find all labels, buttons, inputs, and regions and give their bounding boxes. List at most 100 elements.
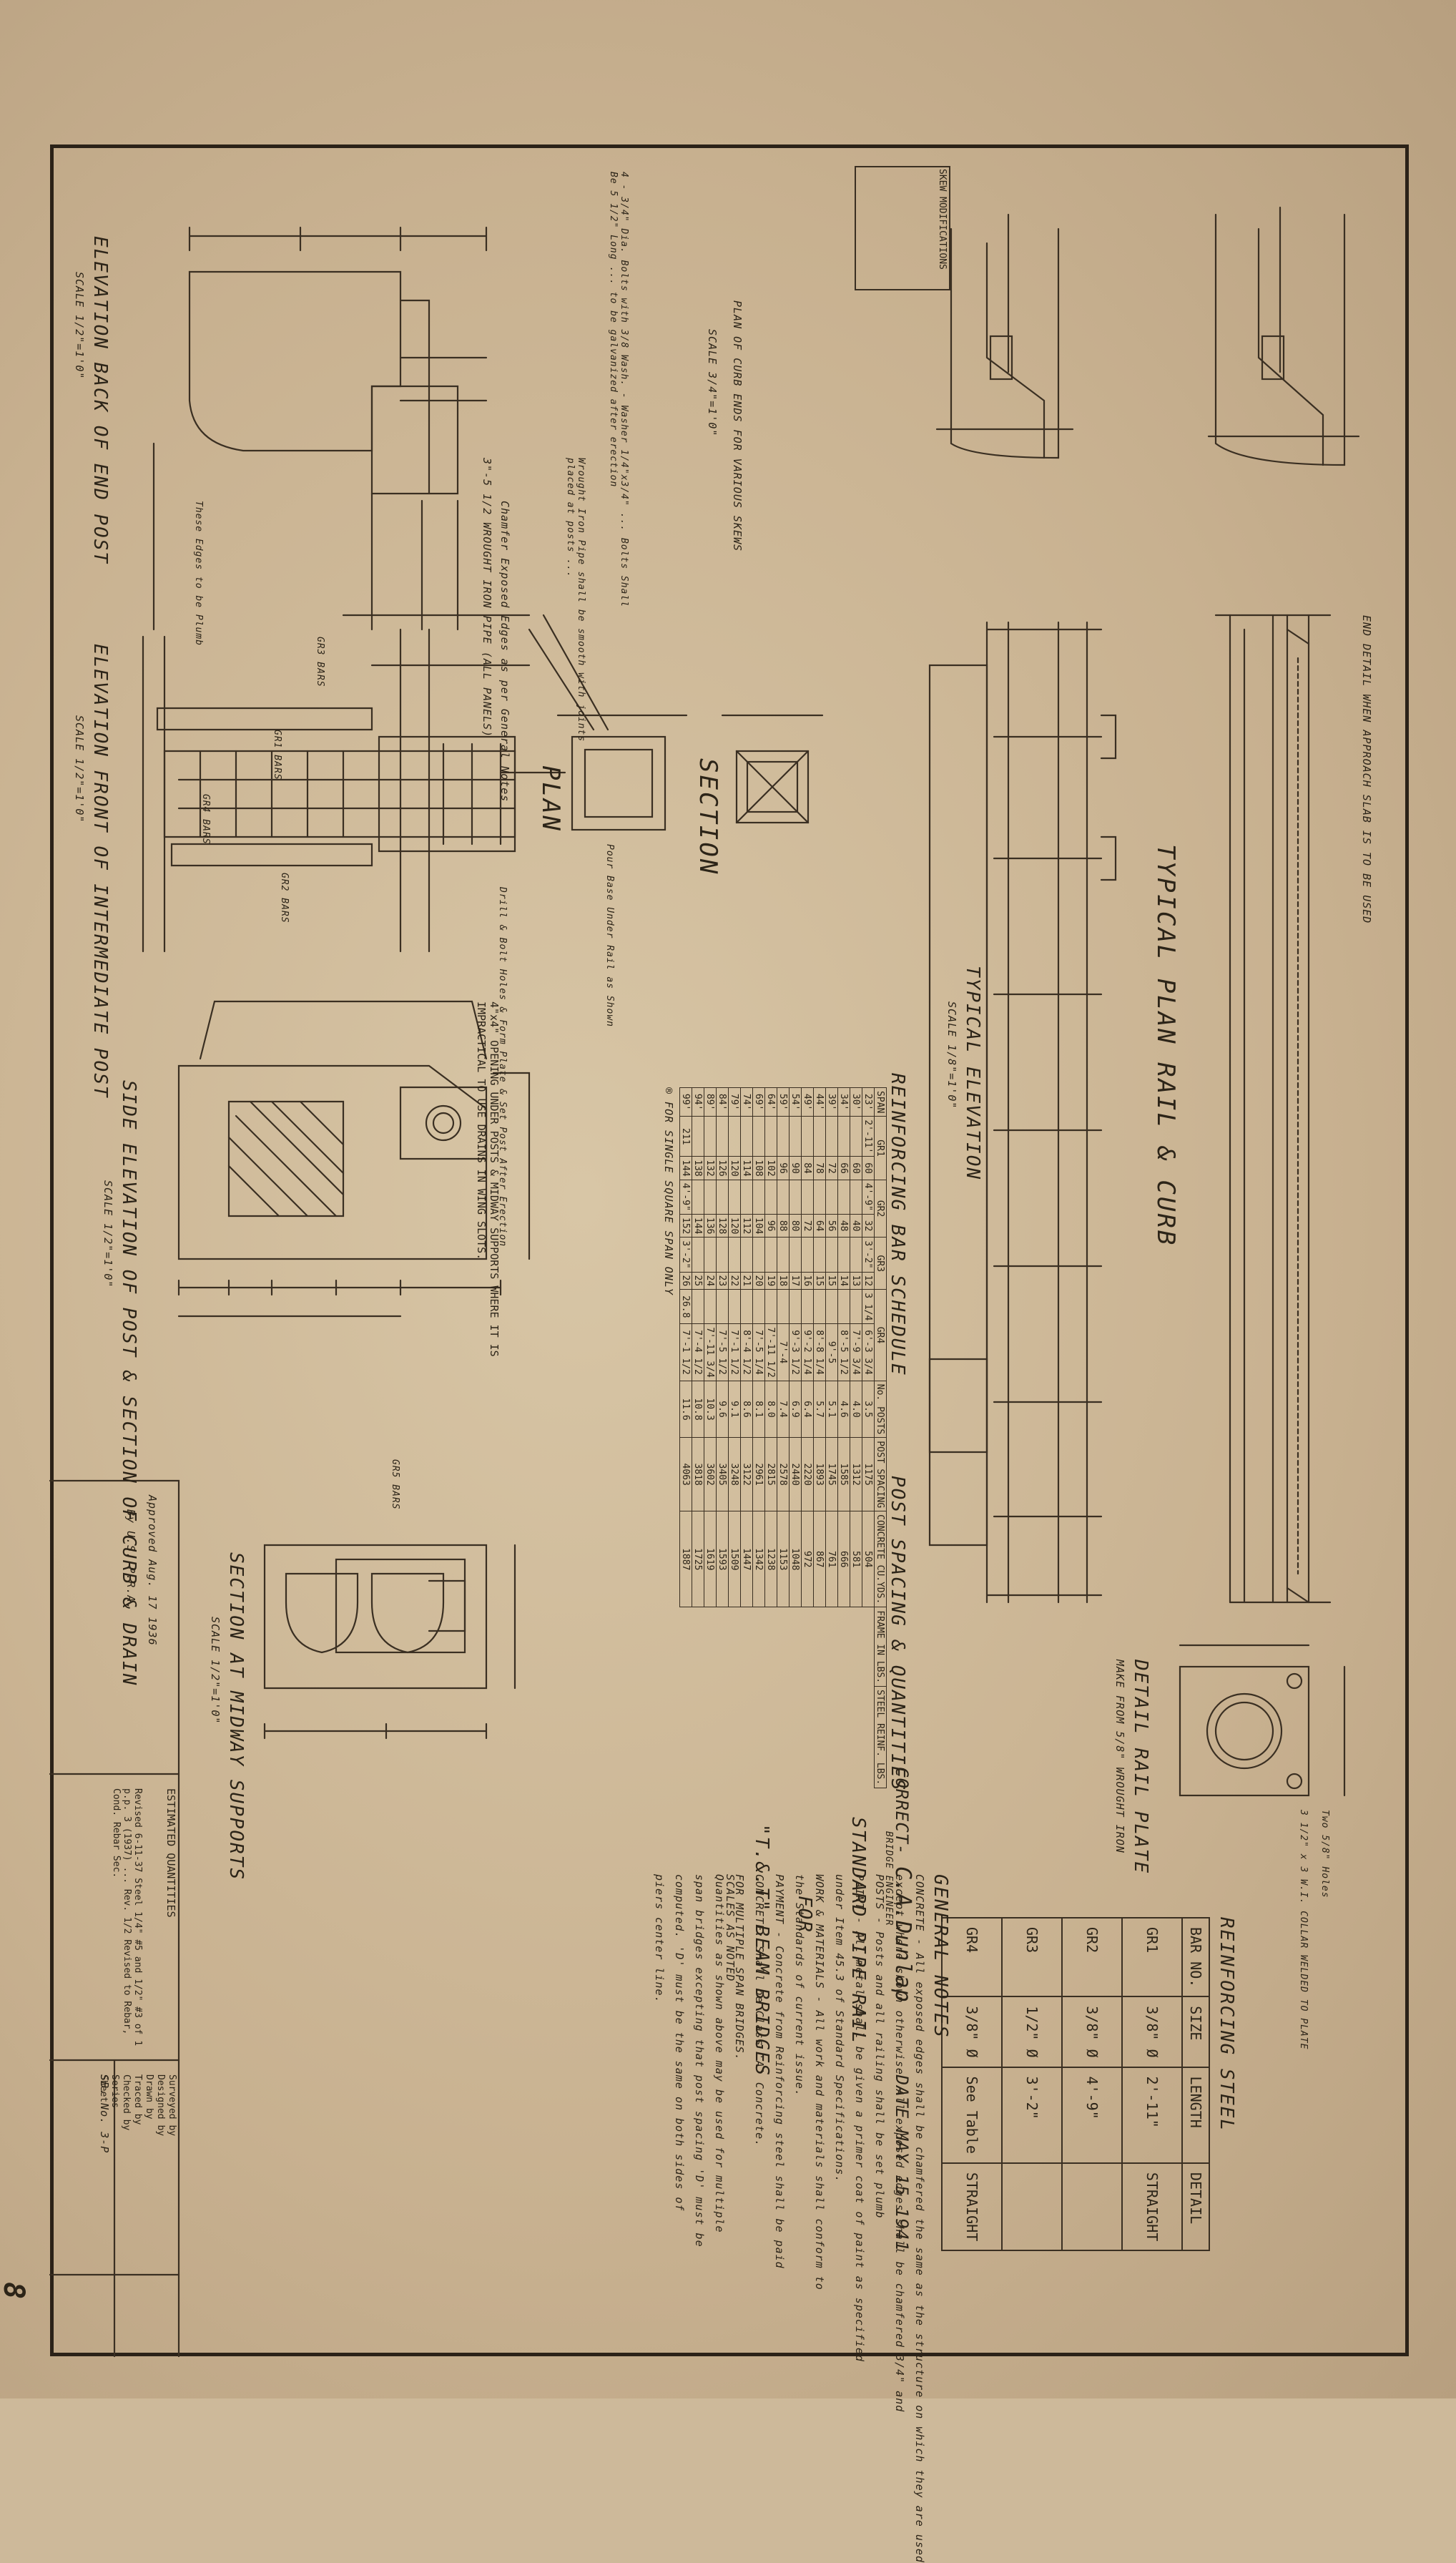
schedule-cell — [777, 1180, 790, 1215]
schedule-cell: 40 — [850, 1214, 862, 1238]
general-note-line: POSTS - Posts and all railing shall be s… — [873, 1874, 886, 2219]
typical-elev-scale: SCALE 1/8"=1'0" — [945, 1001, 958, 1109]
bar-label-gr5: GR5 BARS — [390, 1459, 400, 1510]
section-midway-title: SECTION AT MIDWAY SUPPORTS — [225, 1552, 247, 1881]
estimated-quantities: ESTIMATED QUANTITIES — [164, 1788, 177, 1918]
schedule-cell: 22 — [728, 1272, 741, 1290]
signer-role: BRIDGE ENGINEER — [883, 1831, 894, 1926]
schedule-cell — [850, 1289, 862, 1324]
schedule-cell: 64 — [813, 1214, 826, 1238]
schedule-cell: 1619 — [704, 1511, 717, 1607]
steel-header-cell: DETAIL — [1182, 2162, 1209, 2251]
schedule-cell: 20 — [752, 1272, 765, 1290]
schedule-cell: 21 — [740, 1272, 753, 1290]
schedule-cell: 79' — [728, 1087, 741, 1117]
schedule-cell — [801, 1289, 814, 1324]
bar-label-gr4: GR4 BARS — [200, 794, 211, 845]
schedule-cell — [813, 1237, 826, 1273]
steel-header-cell: SIZE — [1182, 1996, 1209, 2067]
schedule-cell — [801, 1180, 814, 1215]
schedule-cell: 972 — [801, 1511, 814, 1607]
schedule-header-cell: GR3 — [874, 1237, 887, 1290]
elev-back-scale: SCALE 1/2"=1'0" — [73, 272, 86, 380]
scales-note: SCALES AS NOTED — [724, 1874, 737, 1982]
steel-cell: 4'-9" — [1062, 2067, 1122, 2163]
schedule-cell — [837, 1289, 850, 1324]
schedule-cell — [716, 1289, 729, 1324]
series-number: SB. No. 3-P — [98, 2074, 111, 2154]
schedule-cell — [692, 1116, 704, 1157]
schedule-cell — [777, 1289, 790, 1324]
schedule-cell: 12 — [862, 1272, 875, 1290]
schedule-cell — [740, 1116, 753, 1157]
schedule-cell: 102 — [764, 1156, 777, 1180]
steel-cell: GR1 — [1122, 1918, 1182, 1997]
schedule-cell: 7'-11 3/4 — [704, 1323, 717, 1381]
schedule-cell: 7'-9 3/4 — [850, 1323, 862, 1381]
schedule-cell: 4'-9" — [679, 1180, 692, 1215]
schedule-cell: 1342 — [752, 1511, 765, 1607]
bar-schedule-footnote: ® FOR SINGLE SQUARE SPAN ONLY — [662, 1087, 675, 1295]
schedule-header-cell: CONCRETE CU.YDS. — [874, 1511, 887, 1607]
schedule-cell: 19 — [764, 1272, 777, 1290]
curb-plan-scale: SCALE 3/4"=1'0" — [706, 329, 719, 437]
skew-table-title: SKEW MODIFICATIONS — [937, 169, 948, 270]
schedule-cell — [825, 1116, 838, 1157]
steel-cell: 3/8" Ø — [1062, 1996, 1122, 2067]
signature: C.A.Dunlap — [890, 1866, 915, 2003]
pipe-collar-note: 3 1/2" x 3 W.I. COLLAR WELDED TO PLATE — [1298, 1810, 1309, 2050]
steel-cell — [1062, 2162, 1122, 2251]
schedule-cell: 1175 — [862, 1437, 875, 1511]
schedule-cell: 1153 — [777, 1511, 790, 1607]
schedule-cell: 10.8 — [692, 1381, 704, 1438]
typical-plan-rail-curb — [1214, 614, 1332, 1604]
schedule-cell: 8'-5 1/2 — [837, 1323, 850, 1381]
schedule-cell: 6.9 — [789, 1381, 802, 1438]
approved: Approved Aug. 17 1936 — [146, 1495, 159, 1646]
schedule-cell: 3405 — [716, 1437, 729, 1511]
schedule-cell: 7.4 — [777, 1381, 790, 1438]
schedule-cell — [728, 1180, 741, 1215]
schedule-cell: 26 — [679, 1272, 692, 1290]
schedule-cell — [740, 1237, 753, 1273]
schedule-cell: 10.3 — [704, 1381, 717, 1438]
schedule-cell — [752, 1116, 765, 1157]
schedule-cell — [740, 1289, 753, 1324]
title-line3: "T.&.T" BEAM BRIDGES — [751, 1824, 772, 2077]
side-elevation-post-drain — [177, 1000, 531, 1318]
date: DATE MAY 15 1941 — [892, 2074, 912, 2252]
hole-note: Pour Base Under Rail as Shown — [604, 844, 615, 1027]
schedule-cell: 144 — [679, 1156, 692, 1180]
revision-note: Revised 6-11-37 Steel 1/4" #5 and 1/2" #… — [111, 1788, 143, 2047]
steel-cell: GR2 — [1062, 1918, 1122, 1997]
title-line2: FOR — [794, 1896, 815, 1934]
schedule-cell: 80 — [789, 1214, 802, 1238]
steel-cell: GR3 — [1002, 1918, 1062, 1997]
steel-cell: STRAIGHT — [1122, 2162, 1182, 2251]
wrought-pipe-note: 3"-5 1/2 WROUGHT IRON PIPE (ALL PANELS) — [481, 458, 493, 738]
schedule-cell: 1048 — [789, 1511, 802, 1607]
schedule-cell: 84 — [801, 1156, 814, 1180]
schedule-cell: 4.6 — [837, 1381, 850, 1438]
schedule-cell: 5.1 — [825, 1381, 838, 1438]
rail-note: Wrought Iron Pipe shall be smooth with j… — [565, 458, 586, 743]
schedule-cell — [716, 1180, 729, 1215]
drawing-border — [50, 144, 1409, 2356]
schedule-cell — [752, 1180, 765, 1215]
schedule-cell: 1725 — [692, 1511, 704, 1607]
bar-label-gr3: GR3 BARS — [315, 637, 325, 687]
schedule-cell: 7'-1 1/2 — [679, 1323, 692, 1381]
schedule-cell — [825, 1237, 838, 1273]
general-note-line: WORK & MATERIALS - All work and material… — [813, 1874, 826, 2290]
steel-cell: 2'-11" — [1122, 2067, 1182, 2163]
approved-by: By U.S. P.R.A. — [124, 1509, 137, 1610]
schedule-cell: 8'-4 1/2 — [740, 1323, 753, 1381]
schedule-cell: 18 — [777, 1272, 790, 1290]
